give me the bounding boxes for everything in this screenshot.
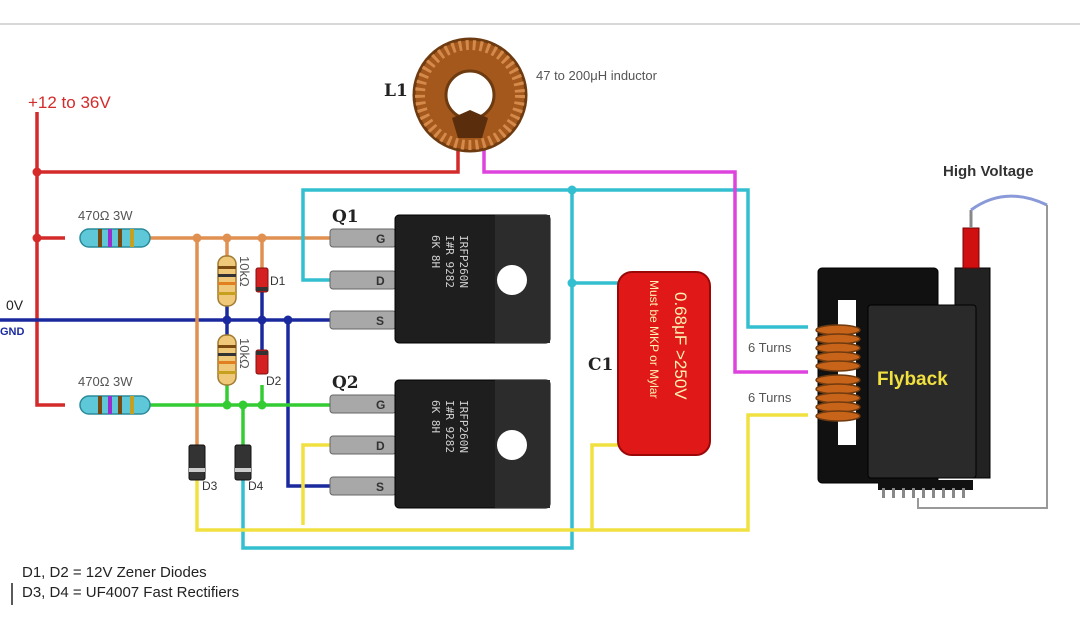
gate-resistor-2 bbox=[79, 395, 151, 415]
fast-diode-d4 bbox=[234, 444, 252, 481]
inductor-l1 bbox=[412, 37, 528, 153]
gate1-wire bbox=[150, 236, 330, 445]
svg-text:IRFP260N: IRFP260N bbox=[457, 235, 470, 288]
pulldown-resistor-2-label: 10kΩ bbox=[237, 338, 252, 369]
mosfet-q1-pin-s: S bbox=[376, 314, 384, 328]
high-voltage-label: High Voltage bbox=[943, 163, 1034, 180]
fast-diode-d3 bbox=[188, 444, 206, 481]
svg-text:6K 8H: 6K 8H bbox=[429, 235, 442, 268]
svg-text:IRFP260N: IRFP260N bbox=[457, 400, 470, 453]
zener-diode-d1 bbox=[255, 267, 269, 293]
mosfet-q2-pin-g: G bbox=[376, 398, 385, 412]
gnd-label: GND bbox=[0, 326, 25, 338]
capacitor-note: Must be MKP or Mylar bbox=[647, 280, 661, 398]
zener-d2-label: D2 bbox=[266, 374, 282, 388]
fast-diode-d4-label: D4 bbox=[248, 479, 264, 493]
gate-resistor-1 bbox=[79, 228, 151, 248]
zener-d1-label: D1 bbox=[270, 274, 286, 288]
pulldown-resistor-1-label: 10kΩ bbox=[237, 256, 252, 287]
capacitor-c1 bbox=[617, 271, 711, 456]
mosfet-q2-marking: IRFP260N I#R 9282 6K 8H bbox=[429, 400, 470, 453]
capacitor-ref: C1 bbox=[588, 355, 613, 375]
inductor-value: 47 to 200μH inductor bbox=[536, 68, 658, 83]
fast-diode-d3-label: D3 bbox=[202, 479, 218, 493]
centertap-wire bbox=[482, 150, 808, 374]
winding-2-label: 6 Turns bbox=[748, 390, 792, 405]
svg-text:I#R 9282: I#R 9282 bbox=[443, 400, 456, 453]
mosfet-q1-pin-d: D bbox=[376, 274, 385, 288]
ground-voltage-label: 0V bbox=[6, 297, 24, 313]
mosfet-q1-pin-g: G bbox=[376, 232, 385, 246]
note-rectifier: D3, D4 = UF4007 Fast Rectifiers bbox=[22, 584, 239, 601]
pulldown-resistor-1 bbox=[217, 255, 237, 307]
drain2-wire bbox=[195, 413, 808, 532]
mosfet-q1-ref: Q1 bbox=[332, 207, 359, 227]
mosfet-q1-marking: IRFP260N I#R 9282 6K 8H bbox=[429, 235, 470, 288]
primary-winding-2 bbox=[815, 374, 861, 422]
svg-text:6K 8H: 6K 8H bbox=[429, 400, 442, 433]
supply-label: +12 to 36V bbox=[28, 93, 111, 112]
gate-resistor-2-label: 470Ω 3W bbox=[78, 374, 133, 389]
note-zener: D1, D2 = 12V Zener Diodes bbox=[22, 564, 207, 581]
primary-winding-1 bbox=[815, 324, 861, 372]
flyback-transformer bbox=[817, 210, 991, 498]
flyback-label: Flyback bbox=[877, 369, 948, 390]
ground-wire bbox=[0, 318, 330, 488]
mosfet-q2-pin-d: D bbox=[376, 439, 385, 453]
svg-text:I#R 9282: I#R 9282 bbox=[443, 235, 456, 288]
high-voltage-output bbox=[917, 194, 1048, 509]
mosfet-q2 bbox=[329, 379, 551, 509]
pulldown-resistor-2 bbox=[217, 334, 237, 386]
junction-dots bbox=[32, 167, 577, 410]
inductor-ref: L1 bbox=[384, 81, 408, 101]
drain1-wire bbox=[241, 188, 808, 550]
winding-1-label: 6 Turns bbox=[748, 340, 792, 355]
mosfet-q1 bbox=[329, 214, 551, 344]
zener-diode-d2 bbox=[255, 349, 269, 375]
capacitor-value: 0.68μF >250V bbox=[671, 292, 690, 400]
supply-wire bbox=[35, 112, 460, 407]
gate2-wire bbox=[150, 385, 330, 445]
gate-resistor-1-label: 470Ω 3W bbox=[78, 208, 133, 223]
mosfet-q2-ref: Q2 bbox=[332, 373, 359, 393]
mosfet-q2-pin-s: S bbox=[376, 480, 384, 494]
